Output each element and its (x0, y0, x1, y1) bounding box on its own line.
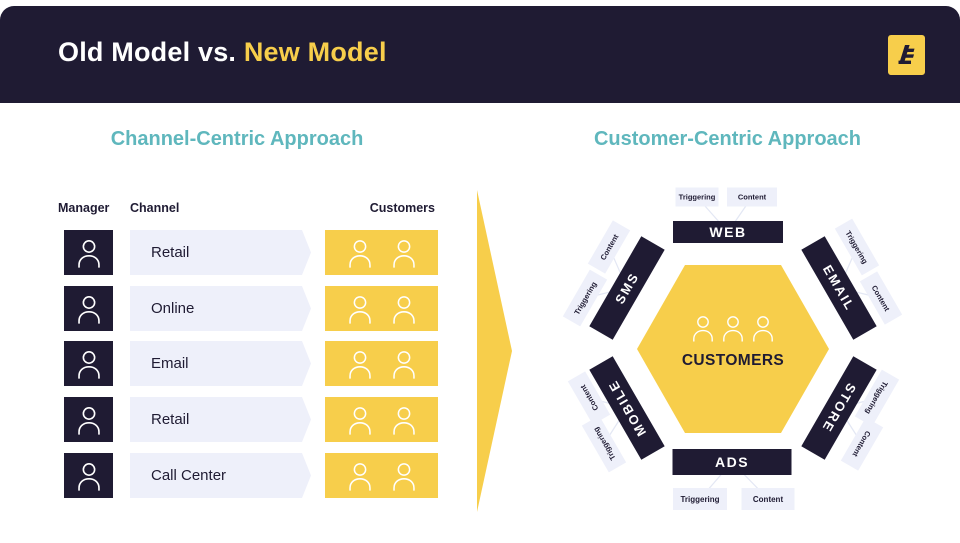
manager-cell (64, 286, 113, 331)
person-icon (77, 239, 100, 268)
person-icon (348, 462, 371, 491)
channel-arrow: Call Center (130, 453, 311, 498)
channel-label: Call Center (151, 467, 227, 484)
customers-hexagon (637, 265, 829, 433)
title-new-model: New Model (243, 37, 387, 67)
channel-arrow: Retail (130, 230, 311, 275)
slide-header: Old Model vs. New Model (0, 6, 960, 103)
person-icon (77, 462, 100, 491)
person-icon (77, 406, 100, 435)
customers-group-icon (683, 312, 783, 342)
person-icon (753, 316, 773, 342)
column-header-channel: Channel (130, 201, 180, 215)
manager-cell (64, 397, 113, 442)
manager-cell (64, 453, 113, 498)
tag-content-ads: Content (741, 488, 795, 510)
brand-logo (888, 35, 925, 75)
person-icon (392, 406, 415, 435)
title-old-model: Old Model vs. (58, 37, 244, 67)
customers-center-label: CUSTOMERS (681, 352, 785, 369)
channel-arrow: Retail (130, 397, 311, 442)
channel-label: Retail (151, 244, 190, 261)
brand-logo-icon (898, 45, 914, 64)
customers-cell (325, 453, 438, 498)
manager-cell (64, 341, 113, 386)
customers-cell (325, 230, 438, 275)
tag-content-web: Content (727, 187, 777, 207)
channel-label: Email (151, 355, 189, 372)
person-icon (392, 350, 415, 379)
person-icon (77, 295, 100, 324)
channel-bar-ads: ADS (672, 449, 792, 475)
person-icon (348, 295, 371, 324)
person-icon (392, 462, 415, 491)
person-icon (348, 239, 371, 268)
right-section-heading: Customer-Centric Approach (593, 128, 862, 150)
column-header-manager: Manager (58, 201, 110, 215)
manager-cell (64, 230, 113, 275)
person-icon (693, 316, 713, 342)
tag-triggering-web: Triggering (675, 187, 719, 207)
channel-label: Retail (151, 411, 190, 428)
person-icon (392, 239, 415, 268)
person-icon (723, 316, 743, 342)
channel-arrow: Online (130, 286, 311, 331)
tag-triggering-ads: Triggering (673, 488, 727, 510)
left-section-heading: Channel-Centric Approach (110, 128, 364, 150)
transition-arrow-icon (477, 190, 512, 512)
channel-label: Online (151, 300, 195, 317)
person-icon (77, 350, 100, 379)
channel-bar-web: WEB (673, 221, 783, 243)
customers-cell (325, 341, 438, 386)
person-icon (348, 406, 371, 435)
customers-cell (325, 286, 438, 331)
channel-arrow: Email (130, 341, 311, 386)
customers-cell (325, 397, 438, 442)
column-header-customers: Customers (369, 201, 435, 215)
page-title: Old Model vs. New Model (58, 37, 387, 68)
person-icon (392, 295, 415, 324)
person-icon (348, 350, 371, 379)
